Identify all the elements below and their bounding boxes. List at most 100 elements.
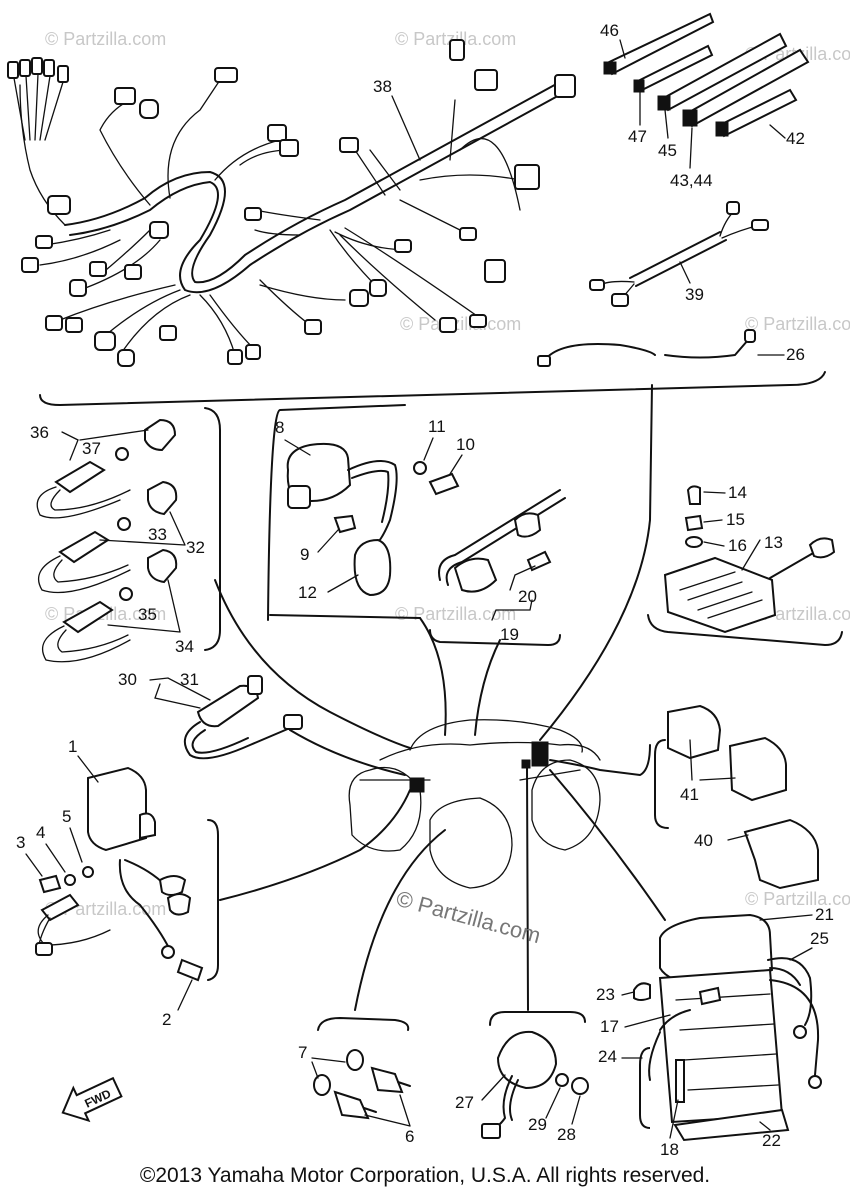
callout-36: 36	[30, 423, 49, 442]
wire-lead	[537, 329, 756, 367]
callout-8: 8	[275, 418, 284, 437]
connector-icon	[124, 264, 142, 280]
connector-icon	[65, 317, 83, 333]
callout-10: 10	[456, 435, 475, 454]
connector-icon	[45, 315, 63, 331]
connector-icon	[57, 65, 69, 83]
connector-icon	[439, 317, 457, 333]
rectifier-regulator	[663, 485, 836, 634]
callout-40: 40	[694, 831, 713, 850]
callout-7: 7	[298, 1043, 307, 1062]
callout-17: 17	[600, 1017, 619, 1036]
callout-27: 27	[455, 1093, 474, 1112]
callout-6: 6	[405, 1127, 414, 1146]
watermark: © Partzilla.com	[394, 886, 544, 949]
callout-25: 25	[810, 929, 829, 948]
callout-16: 16	[728, 536, 747, 555]
connector-icon	[484, 259, 506, 283]
connector-icon	[459, 227, 477, 241]
callout-47: 47	[628, 127, 647, 146]
callout-21: 21	[815, 905, 834, 924]
connector-covers	[667, 704, 819, 890]
callout-34: 34	[175, 637, 194, 656]
fwd-arrow: FWD	[61, 1076, 123, 1123]
switch-lead	[183, 675, 303, 760]
battery	[633, 913, 822, 1142]
callout-12: 12	[298, 583, 317, 602]
connector-icon	[349, 289, 369, 307]
callout-13: 13	[764, 533, 783, 552]
connector-icon	[214, 67, 238, 83]
callout-37: 37	[82, 439, 101, 458]
connector-icon	[21, 257, 39, 273]
connector-icon	[394, 239, 412, 253]
sub-harness	[589, 201, 769, 307]
callout-29: 29	[528, 1115, 547, 1134]
callout-1: 1	[68, 737, 77, 756]
connector-icon	[139, 99, 159, 119]
connector-icon	[245, 344, 261, 360]
callout-4: 4	[36, 823, 45, 842]
callout-9: 9	[300, 545, 309, 564]
callout-5: 5	[62, 807, 71, 826]
connector-icon	[117, 349, 135, 367]
callout-38: 38	[373, 77, 392, 96]
connector-icon	[469, 314, 487, 328]
callout-22: 22	[762, 1131, 781, 1150]
callout-32: 32	[186, 538, 205, 557]
connector-icon	[449, 39, 465, 61]
watermarks: © Partzilla.com © Partzilla.com © Partzi…	[45, 29, 850, 919]
callout-18: 18	[660, 1140, 679, 1159]
connector-icon	[227, 349, 243, 365]
callout-46: 46	[600, 21, 619, 40]
callout-35: 35	[138, 605, 157, 624]
connector-icon	[89, 261, 107, 277]
callout-20: 20	[518, 587, 537, 606]
connector-icon	[35, 235, 53, 249]
connector-icon	[304, 319, 322, 335]
callout-41: 41	[680, 785, 699, 804]
connector-icon	[369, 279, 387, 297]
connector-icon	[279, 139, 299, 157]
fwd-arrow-icon	[61, 1076, 123, 1123]
cable-bands	[603, 12, 810, 138]
callout-39: 39	[685, 285, 704, 304]
callout-30: 30	[118, 670, 137, 689]
connector-icon	[47, 195, 71, 215]
callout-28: 28	[557, 1125, 576, 1144]
watermark: © Partzilla.com	[400, 314, 521, 334]
relay-unit	[438, 489, 566, 593]
main-wire-harness	[7, 39, 576, 367]
indicator-switch	[481, 1030, 589, 1139]
connector-icon	[514, 164, 540, 190]
callout-14: 14	[728, 483, 747, 502]
connector-icon	[94, 331, 116, 351]
callout-15: 15	[726, 510, 745, 529]
connector-icon	[554, 74, 576, 98]
callout-45: 45	[658, 141, 677, 160]
control-unit	[35, 766, 204, 982]
connector-icon	[114, 87, 136, 105]
callout-2: 2	[162, 1010, 171, 1029]
watermark: © Partzilla.com	[395, 604, 516, 624]
callout-3: 3	[16, 833, 25, 852]
connector-icon	[31, 57, 43, 75]
connector-icon	[69, 279, 87, 297]
connector-icon	[7, 61, 19, 79]
callout-19: 19	[500, 625, 519, 644]
connector-icon	[149, 221, 169, 239]
watermark: © Partzilla.com	[745, 889, 850, 909]
vehicle-outline	[348, 719, 601, 889]
connector-icon	[43, 59, 55, 77]
wiring-harness-diagram: © Partzilla.com © Partzilla.com © Partzi…	[7, 12, 850, 1159]
bolts	[313, 1049, 411, 1120]
callout-24: 24	[598, 1047, 617, 1066]
ignition-coil	[286, 442, 460, 597]
connector-icon	[159, 325, 177, 341]
callout-33: 33	[148, 525, 167, 544]
copyright-notice: ©2013 Yamaha Motor Corporation, U.S.A. A…	[139, 1164, 711, 1187]
connector-icon	[19, 59, 31, 77]
connector-icon	[267, 124, 287, 142]
sensor-leads	[36, 418, 178, 663]
callout-11: 11	[428, 417, 446, 436]
